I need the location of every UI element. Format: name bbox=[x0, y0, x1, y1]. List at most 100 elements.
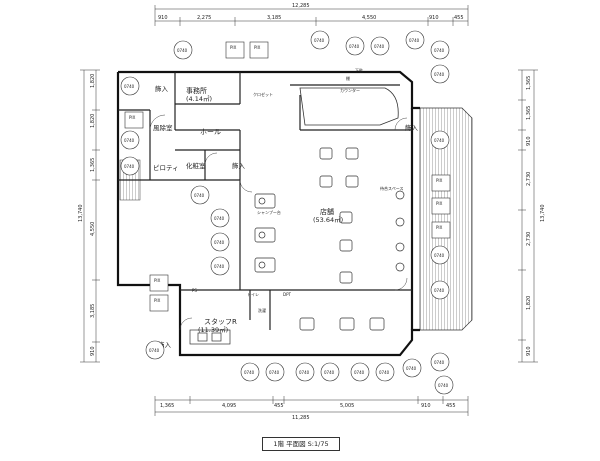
dim-left-3: 1,365 bbox=[90, 158, 96, 172]
svg-text:0740: 0740 bbox=[314, 38, 325, 43]
label-shelf: 棚 bbox=[346, 75, 350, 81]
svg-text:0740: 0740 bbox=[177, 48, 188, 53]
label-entrance-left: 飾入 bbox=[158, 340, 172, 349]
dim-left-5: 3,185 bbox=[90, 304, 96, 318]
dim-left-1: 1,820 bbox=[90, 74, 96, 88]
dim-right-6: 1,820 bbox=[526, 296, 532, 310]
dim-bottom-5: 910 bbox=[421, 403, 431, 409]
dim-left-4: 4,550 bbox=[90, 222, 96, 236]
room-closet: クロゼット bbox=[253, 91, 273, 97]
svg-text:0740: 0740 bbox=[349, 44, 360, 49]
tag-marker-codes: 0740 0740 0740 0740 0740 0740 0740 0740 … bbox=[124, 38, 449, 388]
drawing-title: 1階 平面図 S:1/75 bbox=[262, 437, 340, 451]
pix-label-1: PIX bbox=[230, 45, 237, 50]
room-staff-area: (11.39㎡) bbox=[198, 325, 228, 334]
pix-label-5: PIX bbox=[154, 298, 161, 303]
label-ps: PS bbox=[192, 288, 197, 293]
right-dimensions bbox=[518, 69, 538, 363]
dim-right-4: 2,730 bbox=[526, 172, 532, 186]
shampoo-stations bbox=[254, 193, 276, 273]
top-dimensions bbox=[154, 5, 469, 26]
svg-text:0740: 0740 bbox=[434, 72, 445, 77]
svg-text:0740: 0740 bbox=[324, 370, 335, 375]
room-dryer: 待合スペース bbox=[380, 185, 404, 191]
pix-label-6: PIX bbox=[436, 178, 443, 183]
room-windbreak: 風除室 bbox=[153, 123, 173, 132]
dim-right-total: 13,740 bbox=[540, 205, 546, 223]
label-wash: 洗濯 bbox=[258, 307, 266, 313]
tag-markers bbox=[120, 30, 454, 395]
svg-text:0740: 0740 bbox=[214, 240, 225, 245]
svg-text:0740: 0740 bbox=[406, 366, 417, 371]
reception-counter bbox=[299, 87, 399, 126]
building-outline bbox=[116, 70, 420, 357]
pix-markers bbox=[124, 41, 451, 312]
staff-room-fixtures bbox=[189, 329, 231, 345]
room-office: 事務所 bbox=[186, 86, 207, 95]
svg-text:0740: 0740 bbox=[374, 44, 385, 49]
room-pilotis: ピロティ bbox=[153, 164, 179, 172]
svg-text:0740: 0740 bbox=[434, 253, 445, 258]
dim-top-5: 910 bbox=[429, 15, 439, 21]
svg-text:0740: 0740 bbox=[124, 138, 135, 143]
dim-top-2: 2,275 bbox=[197, 15, 211, 21]
dim-bottom-1: 1,365 bbox=[160, 403, 174, 409]
label-wc: トイレ bbox=[247, 292, 259, 297]
svg-text:0740: 0740 bbox=[299, 370, 310, 375]
left-dimensions bbox=[80, 69, 100, 363]
stools bbox=[395, 190, 405, 272]
dim-top-1: 910 bbox=[158, 15, 168, 21]
svg-text:0740: 0740 bbox=[124, 84, 135, 89]
dim-right-1: 1,365 bbox=[526, 76, 532, 90]
pix-label-4: PIX bbox=[154, 278, 161, 283]
dim-top-6: 455 bbox=[454, 15, 464, 21]
svg-text:0740: 0740 bbox=[214, 216, 225, 221]
svg-text:0740: 0740 bbox=[124, 164, 135, 169]
svg-text:0740: 0740 bbox=[379, 370, 390, 375]
shop-chairs bbox=[299, 147, 385, 331]
dim-right-3: 910 bbox=[526, 136, 532, 146]
svg-text:0740: 0740 bbox=[409, 38, 420, 43]
svg-text:0740: 0740 bbox=[354, 370, 365, 375]
label-entrance-right: 飾入 bbox=[405, 123, 419, 132]
dim-top-3: 3,185 bbox=[267, 15, 281, 21]
doors bbox=[149, 114, 408, 331]
dim-top-4: 4,550 bbox=[362, 15, 376, 21]
svg-text:0740: 0740 bbox=[438, 383, 449, 388]
svg-text:0740: 0740 bbox=[269, 370, 280, 375]
svg-text:0740: 0740 bbox=[434, 138, 445, 143]
dim-bottom-total: 11,285 bbox=[292, 415, 310, 421]
room-shop-area: (53.64㎡) bbox=[313, 215, 343, 224]
label-shoe: 下駄 bbox=[355, 67, 363, 73]
svg-text:0740: 0740 bbox=[434, 360, 445, 365]
room-makeup: 化粧室 bbox=[186, 161, 206, 170]
dim-bottom-4: 5,005 bbox=[340, 403, 354, 409]
svg-text:0740: 0740 bbox=[149, 348, 160, 353]
pix-label-7: PIX bbox=[436, 201, 443, 206]
room-shampoo: シャンプー台 bbox=[257, 209, 281, 215]
svg-text:0740: 0740 bbox=[244, 370, 255, 375]
svg-text:0740: 0740 bbox=[214, 264, 225, 269]
svg-text:0740: 0740 bbox=[194, 193, 205, 198]
label-entrance-mid: 飾入 bbox=[232, 161, 246, 170]
dim-right-2: 1,365 bbox=[526, 106, 532, 120]
dim-left-6: 910 bbox=[90, 346, 96, 356]
pix-label-3: PIX bbox=[129, 115, 136, 120]
dim-left-2: 1,820 bbox=[90, 114, 96, 128]
room-counter: カウンター bbox=[340, 87, 360, 93]
pix-label-2: PIX bbox=[254, 45, 261, 50]
svg-text:0740: 0740 bbox=[434, 48, 445, 53]
room-hall: ホール bbox=[200, 128, 221, 136]
label-dpt: DPT bbox=[283, 292, 291, 297]
interior-walls bbox=[118, 72, 412, 330]
dim-right-5: 2,730 bbox=[526, 232, 532, 246]
dim-right-7: 910 bbox=[526, 346, 532, 356]
pix-label-8: PIX bbox=[436, 225, 443, 230]
room-office-area: (4.14㎡) bbox=[186, 94, 212, 103]
dim-left-total: 13,740 bbox=[78, 205, 84, 223]
dim-top-total: 12,285 bbox=[292, 3, 310, 9]
dim-bottom-6: 455 bbox=[446, 403, 456, 409]
room-staff: スタッフR bbox=[204, 317, 237, 326]
